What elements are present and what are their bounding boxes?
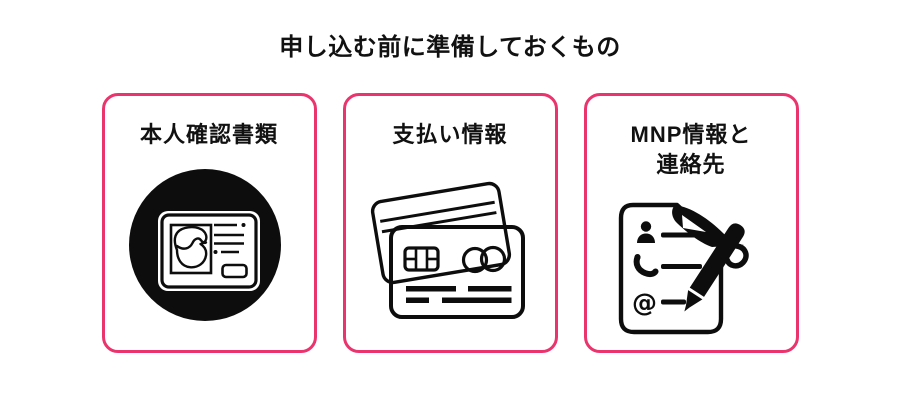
- card-payment-info: 支払い情報: [342, 93, 558, 353]
- card-title-line: 本人確認書類: [139, 122, 278, 147]
- document-and-pen-icon: @: [609, 185, 769, 350]
- id-card-in-circle-icon: [125, 165, 285, 330]
- svg-text:@: @: [632, 288, 657, 317]
- cards-row: 本人確認書類: [0, 93, 900, 353]
- card-title-line: 支払い情報: [392, 122, 508, 147]
- card-identity-documents: 本人確認書類: [101, 93, 317, 353]
- card-mnp-and-contact: MNP情報と 連絡先: [583, 93, 799, 353]
- card-title: 支払い情報: [346, 120, 555, 150]
- card-title-line: MNP情報と: [630, 122, 752, 147]
- card-title: 本人確認書類: [105, 120, 314, 150]
- card-title: MNP情報と 連絡先: [587, 120, 796, 180]
- page-title: 申し込む前に準備しておくもの: [279, 34, 621, 61]
- credit-cards-icon: [363, 170, 533, 335]
- card-title-line: 連絡先: [656, 152, 726, 177]
